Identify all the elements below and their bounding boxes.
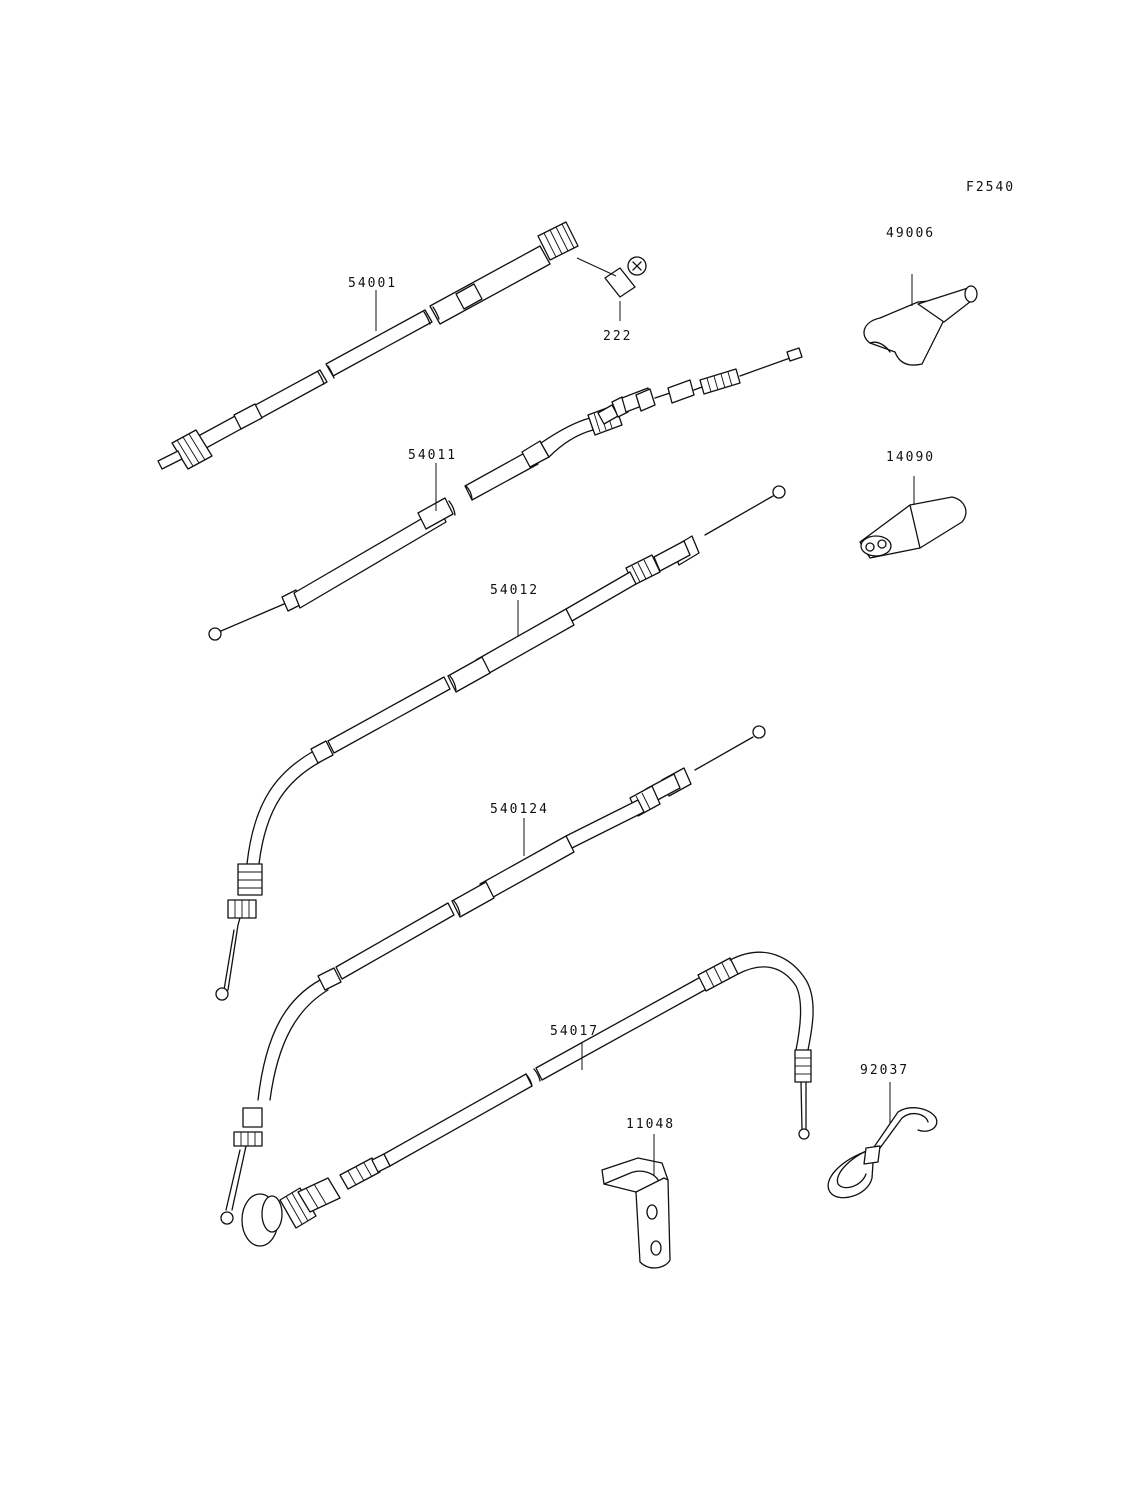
clamp: 92037 — [827, 1063, 938, 1199]
part-number-11048: 11048 — [626, 1117, 675, 1132]
part-number-54001: 54001 — [348, 276, 397, 291]
part-number-54017: 54017 — [550, 1024, 599, 1039]
figure-code: F2540 — [966, 180, 1015, 195]
part-number-222: 222 — [603, 329, 632, 344]
clutch-cable: 54012 — [215, 485, 786, 1001]
part-number-540124: 540124 — [490, 802, 549, 817]
part-number-54011: 54011 — [408, 448, 457, 463]
choke-cable: 54017 — [241, 951, 814, 1247]
bracket: 11048 — [601, 1117, 675, 1269]
clutch-cable-alt: 540124 — [220, 725, 766, 1225]
cable-boot: 49006 — [863, 226, 978, 366]
screw: 222 — [576, 256, 647, 344]
part-number-54012: 54012 — [490, 583, 539, 598]
throttle-cable: 54011 — [208, 347, 803, 641]
part-number-92037: 92037 — [860, 1063, 909, 1078]
cable-guide: 14090 — [859, 450, 967, 559]
part-number-49006: 49006 — [886, 226, 935, 241]
speedometer-cable: 54001 — [157, 221, 579, 470]
part-number-14090: 14090 — [886, 450, 935, 465]
